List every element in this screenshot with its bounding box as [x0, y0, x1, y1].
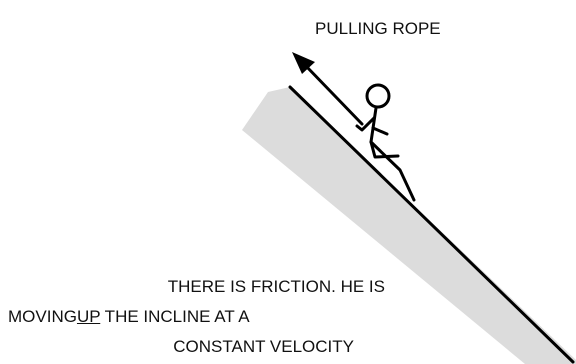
person-leg-back — [369, 140, 400, 159]
person-arm-back — [371, 126, 389, 136]
person-head — [365, 83, 391, 109]
note-line-3: CONSTANT VELOCITY — [173, 337, 354, 356]
note-line-1: THERE IS FRICTION. HE IS — [167, 277, 385, 296]
note-line-2-suffix: THE INCLINE AT A — [100, 307, 250, 326]
stick-figure-icon — [355, 83, 416, 202]
person-leg-front — [369, 140, 416, 202]
rope-line — [303, 63, 364, 126]
person-torso — [369, 106, 378, 144]
rope-arrow-icon — [292, 52, 364, 126]
incline-surface-shading — [242, 87, 576, 364]
rope-arrowhead — [292, 52, 315, 74]
person-arm-front — [355, 116, 376, 132]
incline-line — [288, 85, 575, 364]
rope-label: PULLING ROPE — [315, 19, 441, 38]
note-emphasis-up: UP — [76, 307, 101, 326]
note-line-2-prefix: MOVING — [8, 307, 77, 326]
note-line-2: MOVINGUP THE INCLINE AT A — [8, 308, 250, 325]
